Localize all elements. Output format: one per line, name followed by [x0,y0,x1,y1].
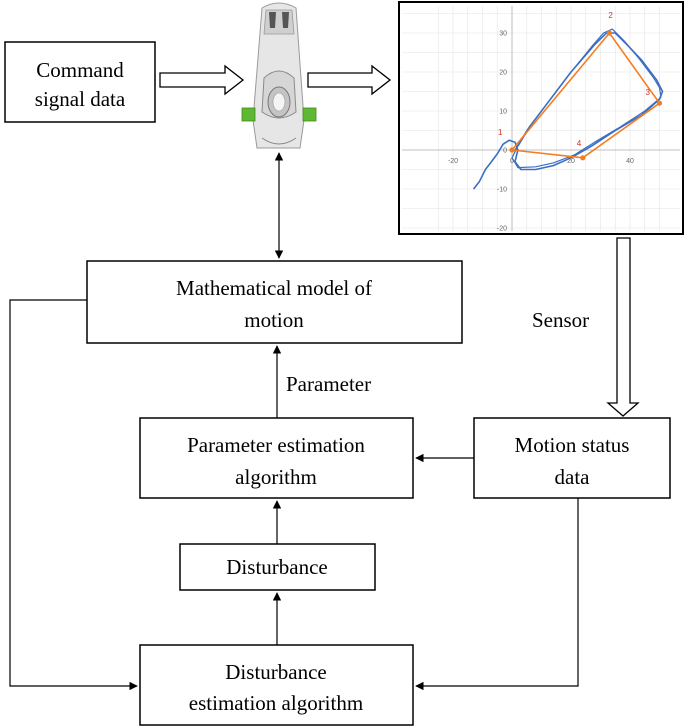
math-model-line-2: motion [244,308,304,332]
plot-y-tick-label: 0 [503,148,507,155]
dist-estimation-line-1: Disturbance [225,660,326,684]
arrow-model-to-dist-estimation [9,299,138,691]
waypoint-1-label: 1 [498,128,503,137]
disturbance-label: Disturbance [226,555,327,579]
plot-tick-labels: -20 0 20 40 30 20 10 0 -10 -20 [448,31,634,233]
waypoint-1-marker [509,147,515,153]
actual-trajectory-line [472,32,664,190]
plot-axes [402,6,680,231]
trajectory-plot: -20 0 20 40 30 20 10 0 -10 -20 1 2 3 4 [398,1,684,235]
waypoint-4-marker [580,155,586,161]
waypoint-2-marker [606,30,612,36]
param-estimation-node: Parameter estimation algorithm [139,417,414,499]
hollow-arrow-sensor [606,237,640,417]
hollow-arrow-boat-to-plot [307,64,392,96]
plot-y-tick-label: 20 [499,70,507,77]
plot-x-tick-label: 20 [567,158,575,165]
plot-x-tick-label: 0 [510,158,514,165]
command-signal-line-1: Command [36,58,124,82]
dist-estimation-line-2: estimation algorithm [189,691,363,715]
plot-y-tick-label: 30 [499,31,507,38]
math-model-node: Mathematical model of motion [86,260,463,344]
command-signal-node: Command signal data [4,41,156,123]
waypoint-3-marker [656,100,663,106]
plot-x-tick-label: -20 [448,158,458,165]
plot-y-tick-label: 10 [499,109,507,116]
motion-status-node: Motion status data [473,417,671,499]
plot-x-tick-label: 40 [626,158,634,165]
arrow-status-to-dist-estimation [415,498,579,691]
param-estimation-line-1: Parameter estimation [187,433,365,457]
plot-y-tick-label: -10 [497,187,507,194]
dist-estimation-node: Disturbance estimation algorithm [139,644,414,726]
motion-status-line-1: Motion status [515,433,630,457]
motion-status-line-2: data [555,465,591,489]
parameter-label: Parameter [286,372,371,396]
waypoint-4-label: 4 [577,139,582,148]
param-estimation-line-2: algorithm [235,465,317,489]
waypoint-3-label: 3 [646,88,651,97]
sensor-label: Sensor [532,308,589,332]
plot-y-tick-label: -20 [497,226,507,233]
hollow-arrow-command-to-boat [159,64,245,96]
math-model-line-1: Mathematical model of [176,276,372,300]
waypoint-2-label: 2 [608,11,613,20]
disturbance-node: Disturbance [179,543,376,591]
plot-waypoints: 1 2 3 4 [498,11,663,161]
command-signal-line-2: signal data [35,87,126,111]
actual-trajectory-lap-2 [511,28,662,169]
boat-icon [241,2,317,149]
